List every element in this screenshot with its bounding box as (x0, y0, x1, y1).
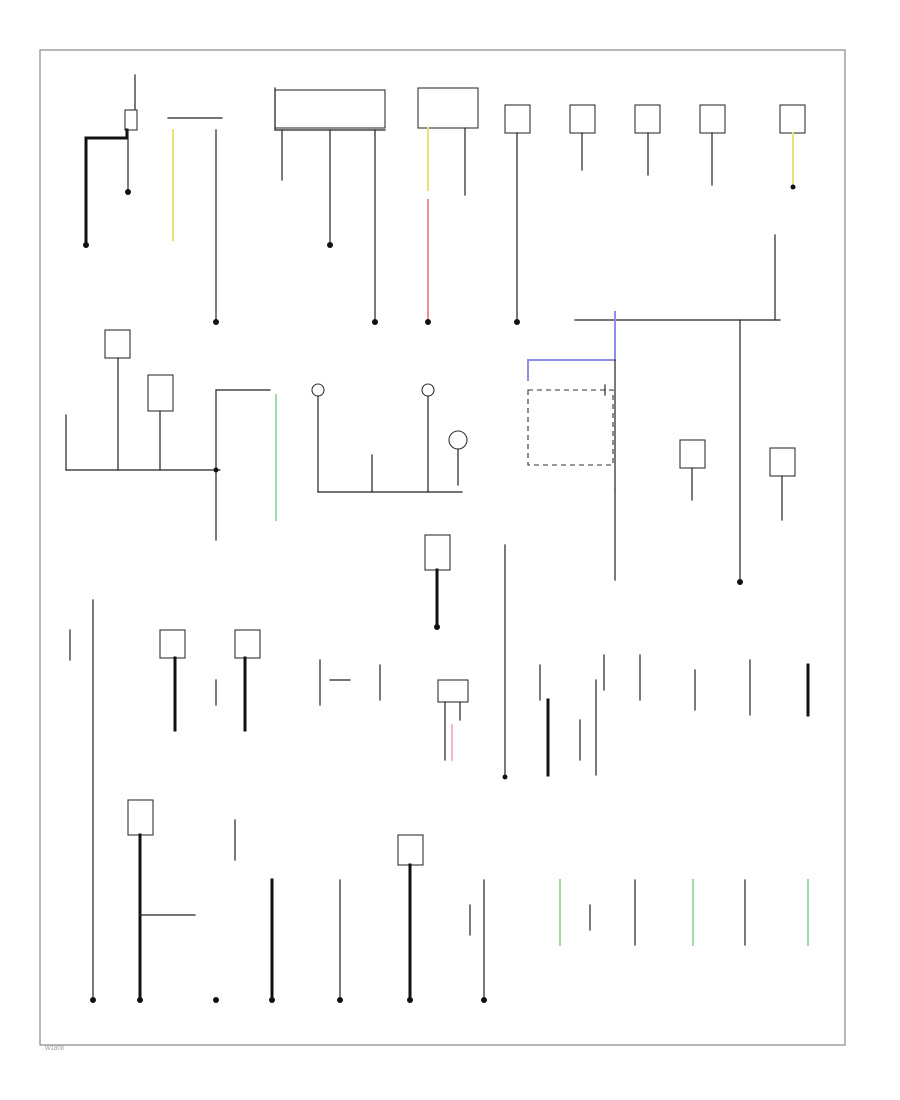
headlight-ground-group (311, 383, 468, 493)
sensor-group-top (504, 104, 806, 325)
diagram-border (39, 49, 846, 1046)
row-1-components (83, 74, 806, 361)
row3-right-bus (502, 544, 810, 780)
module-yellow-lead (167, 117, 223, 325)
battery-ground-feed (83, 74, 138, 248)
ground-bus-row3-left (69, 599, 381, 1001)
ground-bus-upper-right (574, 234, 781, 361)
right-side-modules (614, 319, 796, 585)
bottom-left-grounds (90, 799, 275, 1003)
ecm-module-box (527, 359, 616, 491)
row-4-components (90, 799, 809, 1003)
center-ground-feeds (424, 534, 469, 761)
relay-block-top (274, 87, 386, 325)
row-3-components (69, 534, 810, 1001)
ground-bus-left (65, 329, 277, 541)
bottom-right-grounds (559, 879, 809, 946)
bottom-center-grounds (337, 834, 487, 1003)
module-red-lead (417, 87, 479, 325)
footer-reference-code: W1808 (45, 1046, 65, 1052)
row-2-components (65, 319, 796, 585)
